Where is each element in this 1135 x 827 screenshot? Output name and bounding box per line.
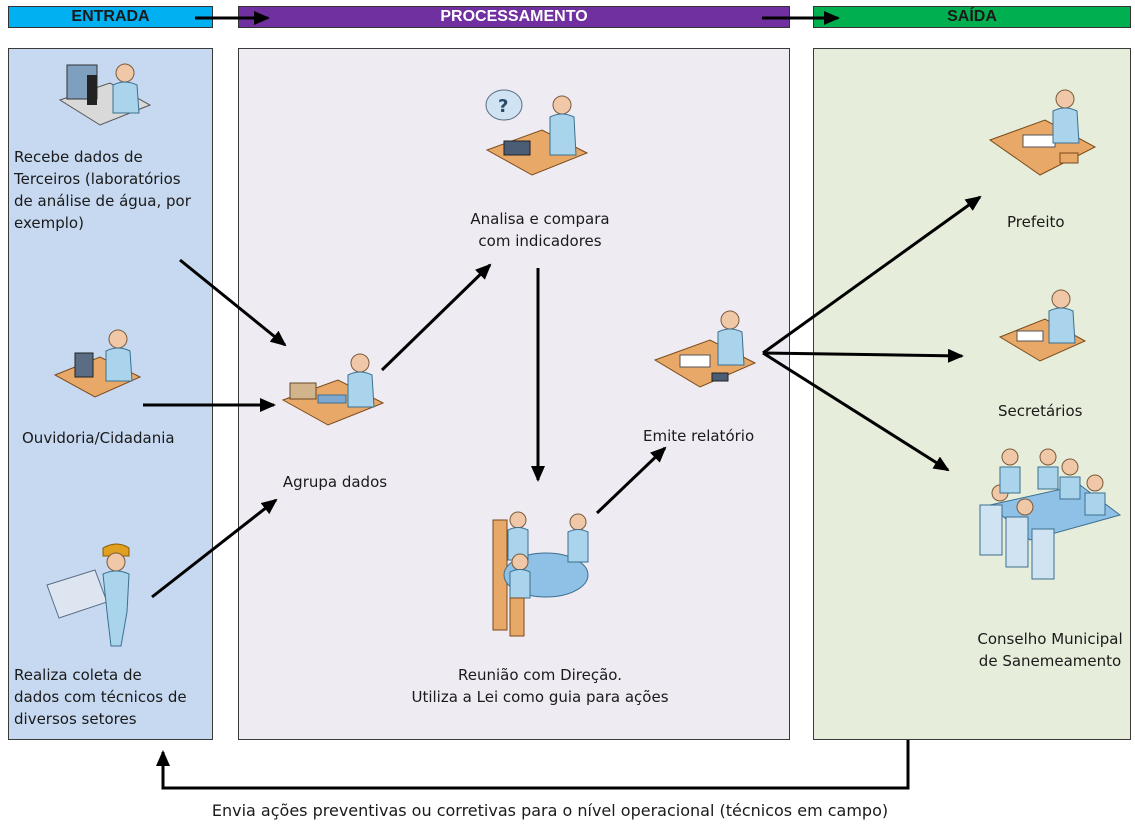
- analisa-line-1: Analisa e compara: [470, 210, 610, 228]
- council-table-icon: [979, 448, 1122, 580]
- terceiros-line-4: exemplo): [14, 214, 84, 232]
- meeting-table-icon: [492, 511, 589, 637]
- analisa-line-2: com indicadores: [478, 232, 602, 250]
- emite-label: Emite relatório: [643, 427, 755, 445]
- reuniao-line-1: Reunião com Direção.: [457, 666, 622, 684]
- svg-text:?: ?: [498, 96, 508, 117]
- terceiros-line-2: Terceiros (laboratórios: [14, 170, 181, 188]
- coleta-line-1: Realiza coleta de: [14, 666, 142, 684]
- conselho-line-1: Conselho Municipal: [977, 630, 1123, 648]
- feedback-caption: Envia ações preventivas ou corretivas pa…: [211, 801, 889, 820]
- secretary-desk-icon: [998, 289, 1087, 362]
- agrupa-label: Agrupa dados: [282, 473, 388, 491]
- executive-desk-icon: [988, 89, 1097, 176]
- saida-header-label: SAÍDA: [947, 8, 997, 25]
- desk-with-papers-icon: [281, 353, 385, 426]
- ouvidoria-label: Ouvidoria/Cidadania: [22, 429, 175, 447]
- surveyor-blueprint-icon: [46, 543, 130, 647]
- prefeito-label: Prefeito: [1007, 213, 1065, 231]
- reuniao-label: Reunião com Direção. Utiliza a Lei como …: [380, 664, 700, 708]
- reuniao-line-2: Utiliza a Lei como guia para ações: [411, 688, 669, 706]
- secretarios-label: Secretários: [998, 402, 1083, 420]
- question-phone-icon: ?: [485, 89, 589, 176]
- coleta-line-3: diversos setores: [14, 710, 137, 728]
- terceiros-line-3: de análise de água, por: [14, 192, 191, 210]
- entrada-header-label: ENTRADA: [71, 8, 150, 25]
- analisa-label: Analisa e compara com indicadores: [440, 208, 640, 252]
- microscope-worker-icon: [58, 63, 152, 126]
- saida-header: SAÍDA: [813, 6, 1131, 28]
- coleta-label: Realiza coleta de dados com técnicos de …: [14, 664, 187, 730]
- terceiros-label: Recebe dados de Terceiros (laboratórios …: [14, 146, 191, 234]
- terceiros-line-1: Recebe dados de: [14, 148, 143, 166]
- processamento-header: PROCESSAMENTO: [238, 6, 790, 28]
- coleta-line-2: dados com técnicos de: [14, 688, 187, 706]
- conselho-line-2: de Sanemeamento: [978, 652, 1122, 670]
- processamento-header-label: PROCESSAMENTO: [440, 8, 588, 25]
- conselho-label: Conselho Municipal de Sanemeamento: [960, 628, 1135, 672]
- entrada-header: ENTRADA: [8, 6, 213, 28]
- report-desk-icon: [653, 310, 757, 388]
- computer-user-icon: [53, 329, 142, 398]
